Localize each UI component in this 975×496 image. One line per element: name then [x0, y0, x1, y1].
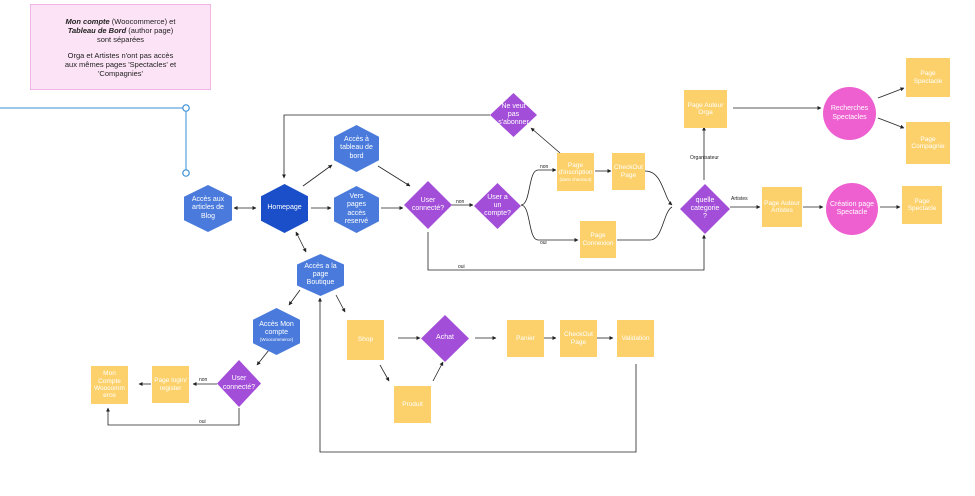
node-inscription-label: Page d'inscription [558, 161, 593, 177]
node-userconnecte-label: User connecté? [411, 196, 445, 212]
edge-recherches-spectacle [877, 87, 905, 99]
node-orga-label: Page Auteur Orga [687, 101, 724, 116]
node-creation-label: Création page Spectacle [830, 200, 874, 216]
node-page-auteur-artistes[interactable]: Page Auteur Artistes [762, 187, 802, 227]
node-page-auteur-orga[interactable]: Page Auteur Orga [684, 90, 727, 128]
node-user-connecte[interactable]: User connecté? [404, 181, 452, 229]
node-page-inscription[interactable]: Page d'inscription (dans checkout) [557, 153, 594, 191]
node-homepage-label: Homepage [267, 204, 302, 212]
node-mon-compte[interactable]: Accès Mon compte (Woocommerce) [253, 308, 300, 355]
node-page-compagnie[interactable]: Page Compagnie [906, 122, 950, 164]
node-recherches-label: Recherches Spectacles [830, 105, 869, 121]
node-page-login[interactable]: Page login/ register [152, 366, 189, 403]
edge-label-oui-left: oui [199, 419, 206, 425]
edge-usercompte-connexion [520, 204, 579, 242]
node-checkout-label: CheckOut Page [614, 164, 643, 179]
edge-validation-boutique [318, 297, 637, 453]
node-artistes-label: Page Auteur Artistes [764, 199, 800, 214]
node-inscription-sublabel: (dans checkout) [559, 176, 592, 182]
node-validation[interactable]: Validation [617, 320, 654, 357]
node-page-connexion[interactable]: Page Connexion [580, 221, 616, 258]
node-checkout2-label: CheckOut Page [564, 331, 593, 346]
node-validation-label: Validation [621, 334, 650, 342]
node-ne-veut-pas[interactable]: Ne veut pas s'abonner [490, 93, 537, 137]
node-produit-label: Produit [402, 400, 423, 408]
note-text-3: sont séparées [96, 34, 145, 44]
node-blog-label: Accès aux articles de Blog [191, 196, 225, 220]
node-recherches-spectacles[interactable]: Recherches Spectacles [823, 87, 876, 140]
note-bold-1: Mon compte [65, 16, 110, 26]
edge-tableau-userconnecte [377, 165, 411, 187]
node-panier[interactable]: Panier [507, 320, 544, 357]
edge-produit-achat [432, 361, 444, 382]
edge-label-oui-connexion: oui [540, 240, 547, 246]
node-checkout-page-2[interactable]: CheckOut Page [560, 320, 597, 357]
node-panier-label: Panier [516, 334, 535, 342]
edge-moncompte-userconnecte2 [256, 349, 270, 366]
edge-label-non-3: non [199, 377, 208, 383]
node-page-spectacle-top[interactable]: Page Spectacle [906, 58, 950, 97]
edge-label-non-2: non [540, 164, 549, 170]
node-homepage[interactable]: Homepage [261, 184, 308, 233]
node-mon-compte-woo[interactable]: Mon Compte Woocomm erce [91, 366, 128, 404]
node-achat-label: Achat [436, 334, 454, 342]
edge-connexion-categorie [617, 206, 673, 241]
node-shop-label: Shop [357, 336, 374, 344]
edge-inscription-neveutpas [530, 127, 561, 154]
node-boutique[interactable]: Accès a la page Boutique [297, 254, 344, 296]
node-userconnecte2-label: User connecté? [222, 375, 256, 391]
edge-label-organisateur: Organisateur [690, 155, 719, 161]
node-achat[interactable]: Achat [421, 315, 469, 362]
node-connexion-label: Page Connexion [582, 232, 614, 247]
node-user-connecte-2[interactable]: User connecté? [217, 360, 261, 407]
node-checkout-page[interactable]: CheckOut Page [612, 153, 645, 190]
edge-userconnecte2-woo [106, 407, 240, 426]
node-moncompte-label: Accès Mon compte [259, 320, 294, 336]
node-user-compte[interactable]: User a un compte? [474, 183, 521, 229]
edge-shop-produit [379, 364, 390, 382]
node-neveutpas-label: Ne veut pas s'abonner [498, 102, 529, 127]
edge-checkout-categorie [644, 170, 673, 206]
node-categorie-label: quelle categorie ? [690, 196, 720, 221]
node-produit[interactable]: Produit [394, 386, 431, 423]
node-tableau-label: Accès à tableau de bord [340, 136, 373, 160]
edge-neveutpas-homepage [282, 114, 490, 179]
info-note: Mon compte (Woocommerce) et Tableau de B… [30, 4, 211, 90]
note-text-6: 'Compagnies' [98, 68, 143, 78]
edge-recherches-compagnie [877, 117, 905, 129]
note-text-5: aux mêmes pages 'Spectacles' et [64, 59, 177, 69]
node-usercompte-label: User a un compte? [484, 193, 511, 218]
node-compagnie-label: Page Compagnie [911, 135, 945, 150]
node-shop[interactable]: Shop [347, 320, 384, 360]
node-quelle-categorie[interactable]: quelle categorie ? [680, 184, 730, 234]
node-login-label: Page login/ register [154, 377, 187, 392]
node-spectacle-right-label: Page Spectacle [907, 197, 937, 212]
edge-label-non-1: non [456, 199, 465, 205]
note-text-2: (author page) [126, 25, 174, 35]
edge-userconnecte-oui [427, 232, 706, 271]
edge-label-oui-bottom: oui [458, 264, 465, 270]
node-boutique-label: Accès a la page Boutique [304, 262, 337, 287]
edge-homepage-tableau [302, 164, 333, 187]
edge-boutique-moncompte [288, 289, 301, 306]
edge-boutique-shop [335, 294, 346, 313]
selected-connector[interactable] [0, 104, 190, 177]
node-reserve-label: Vers pages accès reservé [344, 193, 369, 225]
node-moncompte-sublabel: (Woocommerce) [259, 336, 294, 342]
node-woo-label: Mon Compte Woocomm erce [94, 370, 125, 400]
note-bold-2: Tableau de Bord [67, 25, 127, 35]
node-spectacle-top-label: Page Spectacle [913, 70, 943, 85]
node-creation-spectacle[interactable]: Création page Spectacle [826, 183, 878, 235]
note-text-4: Orga et Artistes n'ont pas accès [67, 50, 174, 60]
edge-homepage-boutique [295, 231, 307, 253]
note-text-1: (Woocommerce) et [109, 16, 176, 26]
edge-label-artistes: Artistes [731, 196, 748, 202]
node-page-spectacle-right[interactable]: Page Spectacle [902, 186, 942, 224]
edge-usercompte-inscription [520, 168, 557, 206]
